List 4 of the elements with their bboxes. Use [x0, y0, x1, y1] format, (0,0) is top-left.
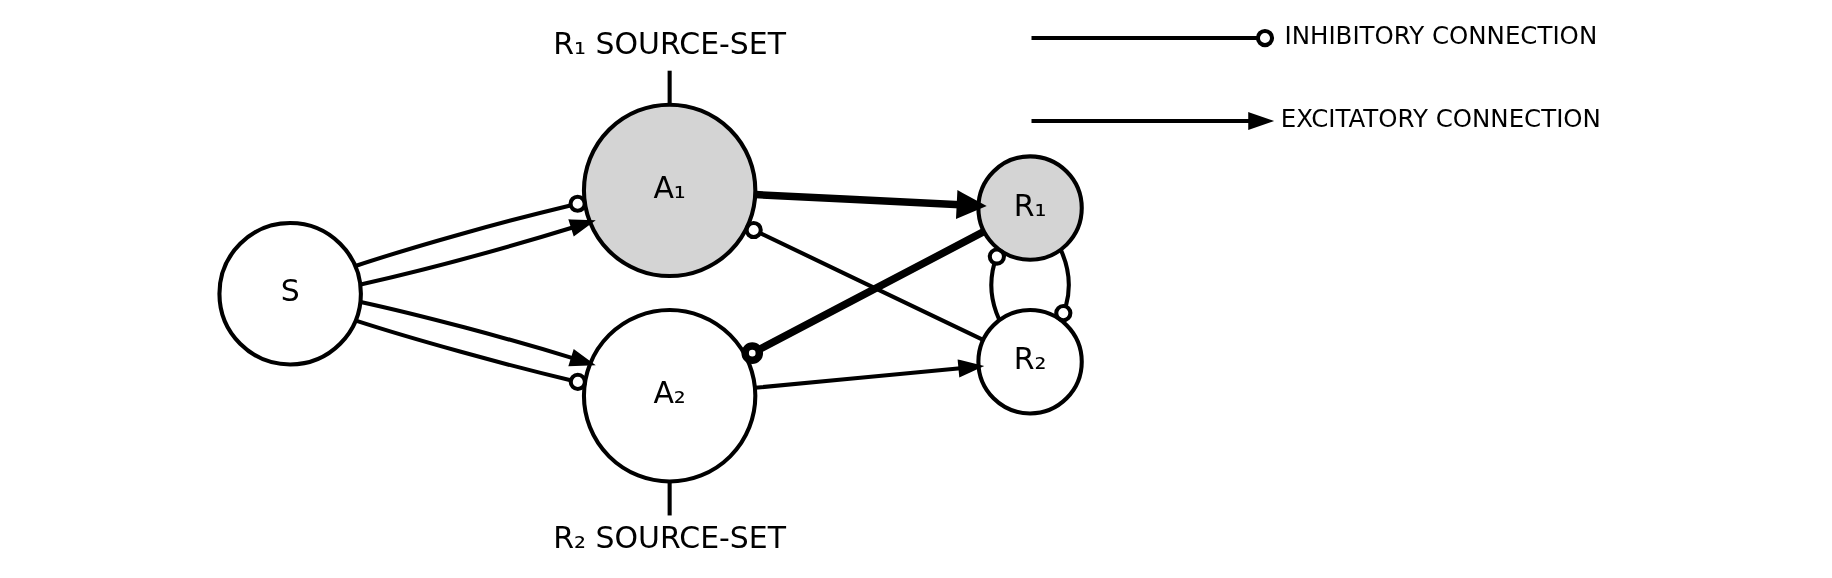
- node-text: R₁ SOURCE-SET: [552, 25, 786, 61]
- node-text: R₂ SOURCE-SET: [552, 519, 786, 555]
- legend-label: EXCITATORY CONNECTION: [1280, 104, 1601, 134]
- legend-label: INHIBITORY CONNECTION: [1283, 21, 1597, 51]
